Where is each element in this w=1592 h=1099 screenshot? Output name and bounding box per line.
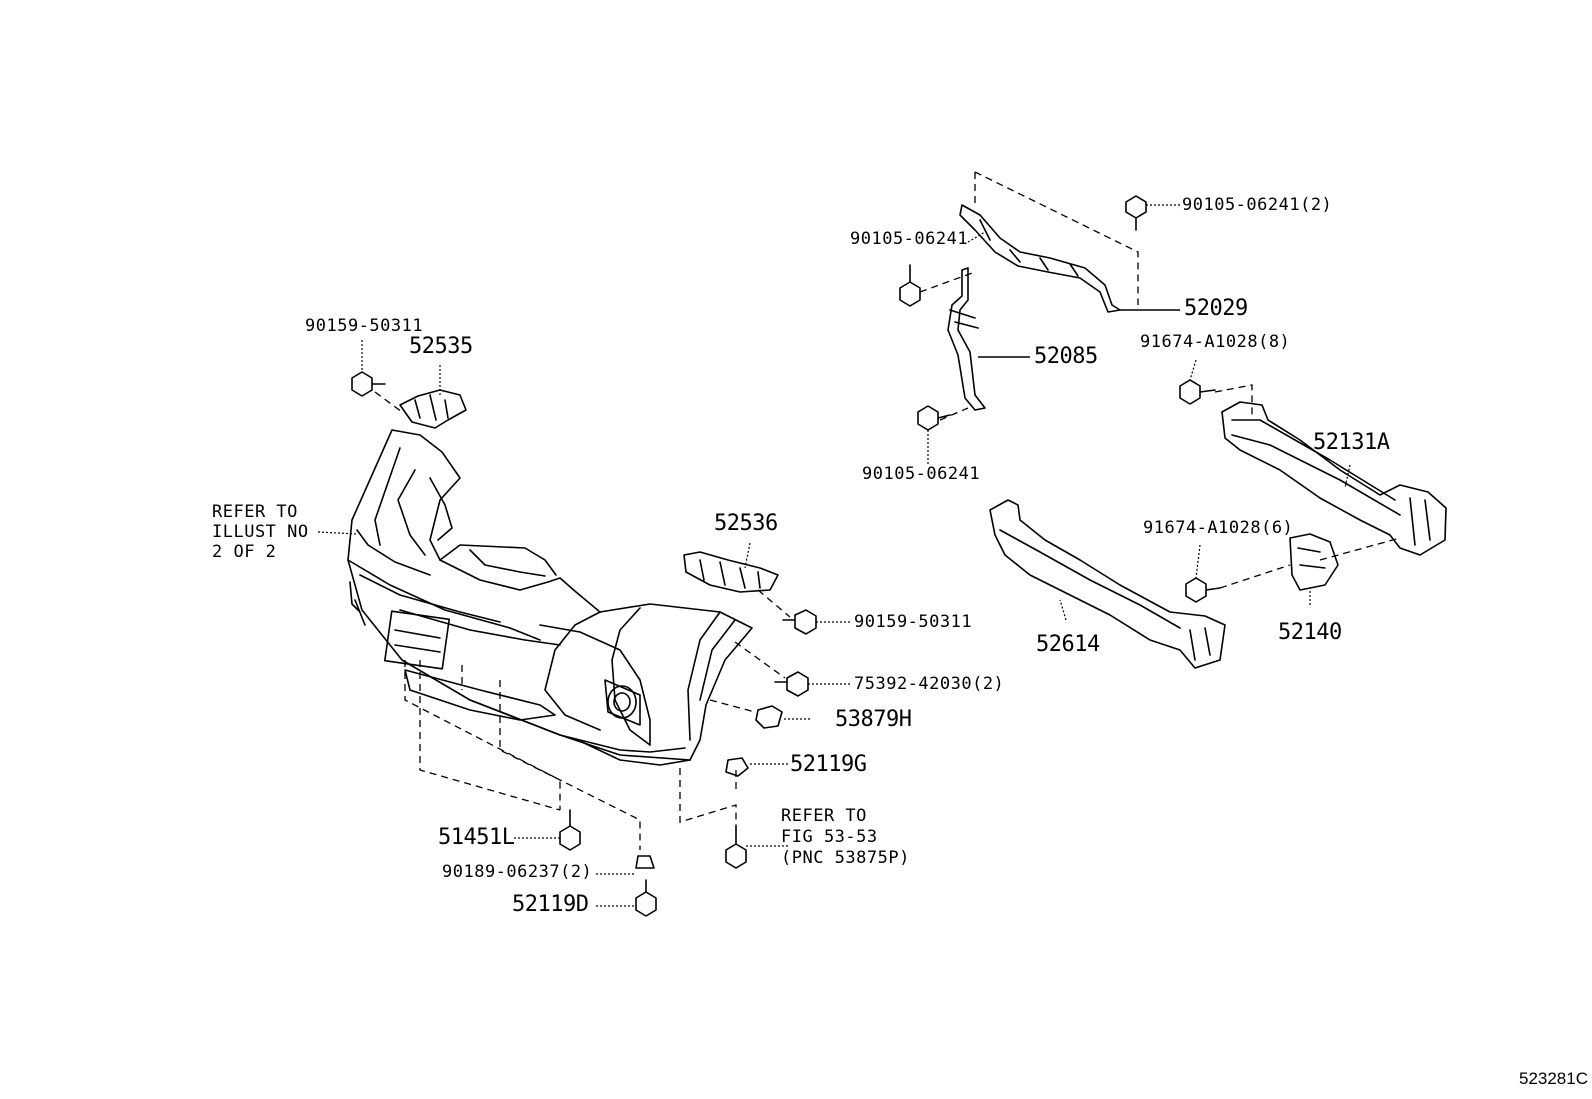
label-refer-illust: REFER TO ILLUST NO 2 OF 2 <box>212 502 309 562</box>
figure-id: 523281C <box>1518 1069 1588 1088</box>
label-52614: 52614 <box>1036 632 1100 657</box>
label-52536: 52536 <box>714 511 778 536</box>
bumper-cover-drawing <box>347 429 753 766</box>
bracket-52535-drawing <box>399 389 467 429</box>
retainer-52085-drawing <box>947 267 986 411</box>
absorber-52140-drawing <box>1289 533 1339 591</box>
label-91674-A1028-6: 91674-A1028(6) <box>1143 518 1294 538</box>
reinforcement-52131A-drawing <box>1221 401 1447 556</box>
label-90105-06241-low: 90105-06241 <box>862 464 981 484</box>
label-52535: 52535 <box>409 334 473 359</box>
bracket-52536-drawing <box>683 551 779 593</box>
label-53879H: 53879H <box>835 707 912 732</box>
leader-lines <box>317 204 1351 907</box>
assembly-dashed-lines <box>374 171 1401 850</box>
label-52131A: 52131A <box>1313 430 1390 455</box>
label-51451L: 51451L <box>438 825 515 850</box>
support-52029-drawing <box>959 204 1121 313</box>
label-refer-fig: REFER TO FIG 53-53 (PNC 53875P) <box>781 806 910 868</box>
label-52119G: 52119G <box>790 752 867 777</box>
label-75392-42030: 75392-42030(2) <box>854 674 1005 694</box>
label-90105-06241-left: 90105-06241 <box>850 229 969 249</box>
solid-leaders <box>978 309 1180 358</box>
label-90159-50311-mid: 90159-50311 <box>854 612 973 632</box>
label-52085: 52085 <box>1034 344 1098 369</box>
label-90105-06241-top: 90105-06241(2) <box>1182 195 1333 215</box>
label-52029: 52029 <box>1184 296 1248 321</box>
label-90159-50311-top: 90159-50311 <box>305 316 424 336</box>
absorber-52614-drawing <box>989 499 1226 669</box>
label-90189-06237: 90189-06237(2) <box>442 862 593 882</box>
label-52119D: 52119D <box>512 892 589 917</box>
label-91674-A1028-8: 91674-A1028(8) <box>1140 332 1291 352</box>
label-52140: 52140 <box>1278 620 1342 645</box>
fastener-drawings <box>351 195 1221 917</box>
